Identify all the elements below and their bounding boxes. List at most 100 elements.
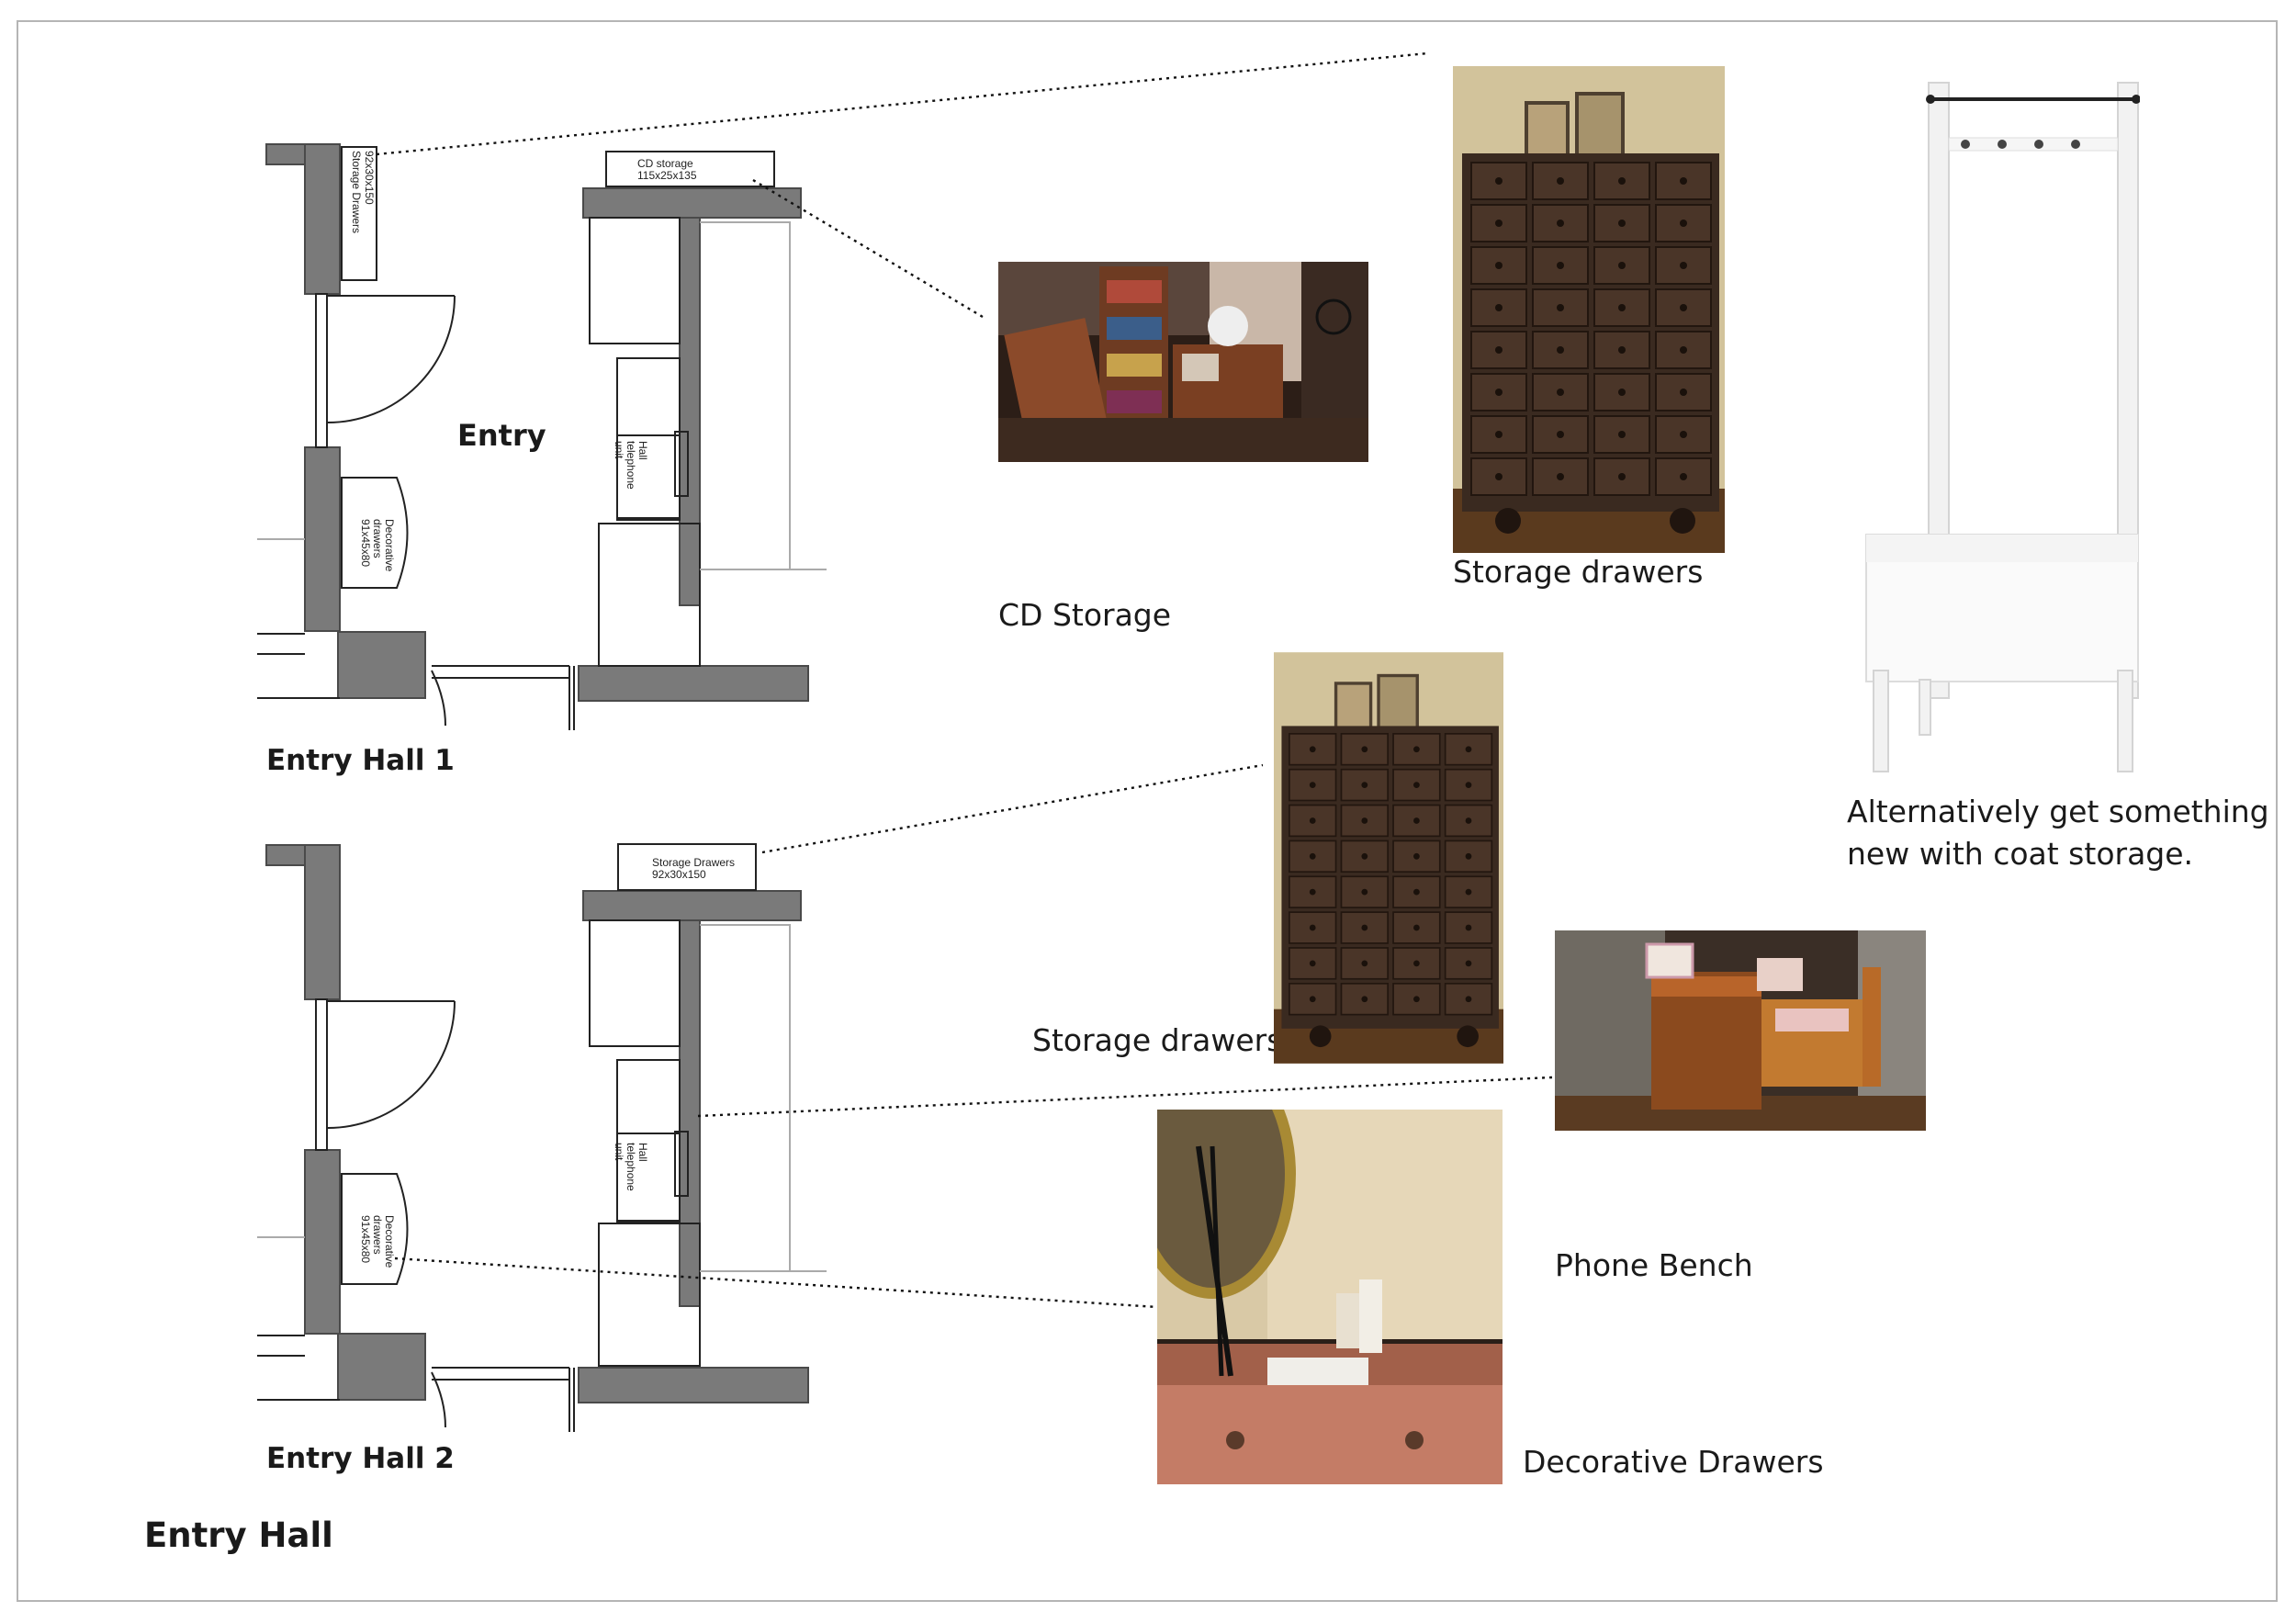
drawer-knob <box>1361 782 1368 788</box>
storage-drawers-tag-size: 92x30x150 <box>652 868 706 881</box>
drawer-knob <box>1495 431 1503 438</box>
drawer-knob <box>1309 888 1316 896</box>
drawer-knob <box>1495 389 1503 396</box>
decorative-drawers-tag-line: 91x45x80 <box>359 1215 372 1263</box>
photo-coat-bench <box>1864 73 2140 781</box>
photo-storage-drawers-mid <box>1274 652 1503 1064</box>
drawer-knob <box>1618 262 1626 269</box>
drawer-knob <box>1309 817 1316 824</box>
page-frame <box>17 20 2278 1602</box>
cd-storage-tag-1 <box>605 151 775 187</box>
drawer-front <box>1655 457 1712 496</box>
drawer-knob <box>1309 996 1316 1003</box>
drawer-knob <box>1309 960 1316 967</box>
drawer-knob <box>1557 346 1564 354</box>
wall <box>337 1333 426 1401</box>
drawer-knob <box>1465 924 1472 931</box>
drawer-knob <box>1557 177 1564 185</box>
drawer-knob <box>1618 431 1626 438</box>
drawer-knob <box>1495 177 1503 185</box>
drawer-knob <box>1618 304 1626 311</box>
drawer-knob <box>1361 996 1368 1003</box>
drawer-knob <box>1618 473 1626 480</box>
storage-drawers-tag-2 <box>617 843 757 891</box>
drawer-knob <box>1361 852 1368 860</box>
storage-drawers-tag-label: Storage Drawers <box>652 856 735 869</box>
drawer-knob <box>1557 262 1564 269</box>
drawer-knob <box>1465 960 1472 967</box>
drawer-knob <box>1495 346 1503 354</box>
leader-decorative-drawers <box>394 1257 1158 1309</box>
drawer-knob <box>1413 852 1420 860</box>
hall-telephone-tag-line: Hall <box>636 1143 649 1162</box>
drawer-knob <box>1361 746 1368 753</box>
drawer-front <box>1392 947 1441 980</box>
caption-coat-storage-line-2: new with coat storage. <box>1847 836 2194 872</box>
caption-storage-drawers-mid: Storage drawers <box>1032 1022 1283 1058</box>
drawer-front <box>1470 457 1527 496</box>
drawer-knob <box>1495 220 1503 227</box>
drawer-knob <box>1465 782 1472 788</box>
drawer-knob <box>1618 220 1626 227</box>
drawer-knob <box>1618 346 1626 354</box>
drawer-knob <box>1309 924 1316 931</box>
drawer-front <box>1470 204 1527 242</box>
photo-cd-storage <box>998 262 1368 462</box>
page-title: Entry Hall <box>144 1516 333 1555</box>
drawer-knob <box>1361 817 1368 824</box>
plan-title-2: Entry Hall 2 <box>266 1442 455 1475</box>
drawer-knob <box>1495 304 1503 311</box>
drawer-knob <box>1680 220 1687 227</box>
photo-storage-drawers-top <box>1453 66 1725 553</box>
hall-telephone-tag-line: unit <box>613 1143 625 1161</box>
decorative-drawers-tag-1 <box>341 477 409 589</box>
wall <box>304 844 341 1000</box>
drawer-knob <box>1361 960 1368 967</box>
drawer-knob <box>1413 996 1420 1003</box>
drawer-knob <box>1680 177 1687 185</box>
storage-drawers-tag-size: 92x30x150 <box>363 151 376 205</box>
caption-phone-bench: Phone Bench <box>1555 1247 1753 1283</box>
leader-storage-drawers-2 <box>761 763 1264 854</box>
plan-title-1: Entry Hall 1 <box>266 744 455 777</box>
drawer-knob <box>1413 782 1420 788</box>
drawer-knob <box>1495 473 1503 480</box>
drawer-knob <box>1618 389 1626 396</box>
decorative-drawers-tag-line: 91x45x80 <box>359 519 372 567</box>
floor-plan-2: Storage Drawers 92x30x150 Hall telephone… <box>257 843 827 1432</box>
decorative-drawers-tag-line: drawers <box>371 1215 384 1255</box>
leader-storage-drawers-1 <box>376 51 1429 156</box>
drawer-knob <box>1495 262 1503 269</box>
wall <box>337 631 426 699</box>
wall <box>578 665 809 702</box>
cabinet <box>589 217 681 344</box>
drawer-knob <box>1413 960 1420 967</box>
drawer-knob <box>1680 304 1687 311</box>
drawer-knob <box>1413 924 1420 931</box>
drawer-knob <box>1465 852 1472 860</box>
drawer-knob <box>1618 177 1626 185</box>
hall-telephone-tag-line: telephone <box>625 1143 637 1191</box>
decorative-drawers-tag-line: Decorative <box>383 519 396 572</box>
cd-storage-tag-size: 115x25x135 <box>637 169 697 182</box>
caption-storage-drawers-top: Storage drawers <box>1453 554 1704 590</box>
drawer-knob <box>1413 888 1420 896</box>
drawer-front <box>1444 982 1493 1016</box>
storage-drawers-tag-1 <box>341 146 377 281</box>
hall-telephone-tag-line: unit <box>613 441 625 459</box>
decorative-drawers-tag-line: Decorative <box>383 1215 396 1268</box>
drawer-front <box>1340 947 1389 980</box>
drawer-knob <box>1680 389 1687 396</box>
cabinet <box>598 1223 701 1367</box>
drawer-front <box>1340 733 1389 766</box>
drawer-knob <box>1557 431 1564 438</box>
drawer-knob <box>1465 996 1472 1003</box>
drawer-knob <box>1309 782 1316 788</box>
floor-plan-1: CD storage 115x25x135 Storage Drawers 92… <box>257 143 827 730</box>
drawer-knob <box>1557 220 1564 227</box>
room-label-entry: Entry <box>457 418 546 453</box>
drawer-knob <box>1361 888 1368 896</box>
hall-telephone-tag-line: Hall <box>636 441 649 460</box>
drawer-knob <box>1465 817 1472 824</box>
